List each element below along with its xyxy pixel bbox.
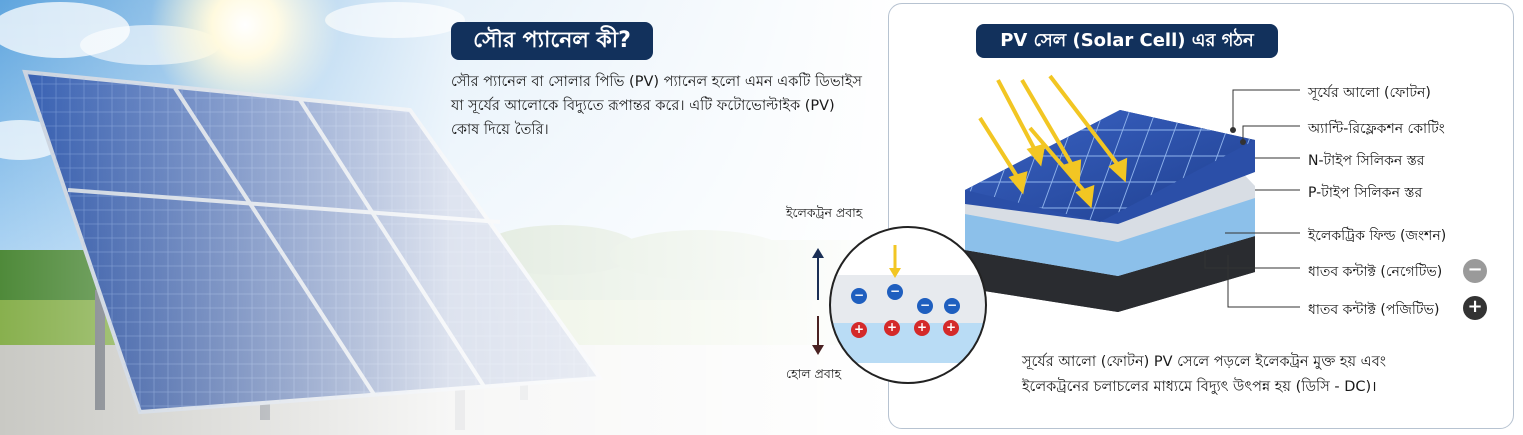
negative-terminal-icon: − (1463, 259, 1487, 283)
electron-particle: − (851, 288, 867, 304)
callout-lines (1204, 89, 1300, 308)
intro-line: সৌর প্যানেল বা সোলার পিভি (PV) প্যানেল হ… (451, 74, 862, 90)
label-anti-reflection: অ্যান্টি-রিফ্লেকশন কোটিং (1308, 121, 1445, 137)
sun-rays (978, 74, 1128, 209)
electron-particle: − (944, 298, 960, 314)
intro-line: যা সূর্যের আলোকে বিদ্যুতে রূপান্তর করে। … (451, 98, 835, 114)
intro-line: কোষ দিয়ে তৈরি। (451, 122, 549, 138)
label-positive-contact: ধাতব কন্টাক্ট (পজিটিভ) (1308, 302, 1440, 318)
hole-particle: + (851, 322, 867, 338)
label-sunlight: সূর্যের আলো (ফোটন) (1308, 85, 1431, 101)
electron-flow-label: ইলেকট্রন প্রবাহ (786, 205, 863, 220)
intro-text: সৌর প্যানেল বা সোলার পিভি (PV) প্যানেল হ… (451, 70, 881, 142)
structure-title: PV সেল (Solar Cell) এর গঠন (976, 24, 1278, 58)
label-negative-contact: ধাতব কন্টাক্ট (নেগেটিভ) (1308, 264, 1443, 280)
label-junction: ইলেকট্রিক ফিল্ড (জংশন) (1308, 228, 1447, 244)
page-title: সৌর প্যানেল কী? (451, 22, 653, 60)
caption-line: সূর্যের আলো (ফোটন) PV সেলে পড়লে ইলেকট্র… (1022, 354, 1387, 370)
hole-flow-label: হোল প্রবাহ (786, 366, 842, 381)
label-p-type: P-টাইপ সিলিকন স্তর (1308, 185, 1423, 201)
electron-particle: − (887, 284, 903, 300)
electron-particle: − (917, 298, 933, 314)
label-n-type: N-টাইপ সিলিকন স্তর (1308, 153, 1425, 169)
caption-text: সূর্যের আলো (ফোটন) PV সেলে পড়লে ইলেকট্র… (1022, 350, 1492, 400)
positive-terminal-icon: + (1463, 296, 1487, 320)
hole-particle: + (943, 320, 959, 336)
hole-particle: + (884, 320, 900, 336)
hole-particle: + (914, 320, 930, 336)
caption-line: ইলেকট্রনের চলাচলের মাধ্যমে বিদ্যুৎ উৎপন্… (1022, 379, 1377, 395)
